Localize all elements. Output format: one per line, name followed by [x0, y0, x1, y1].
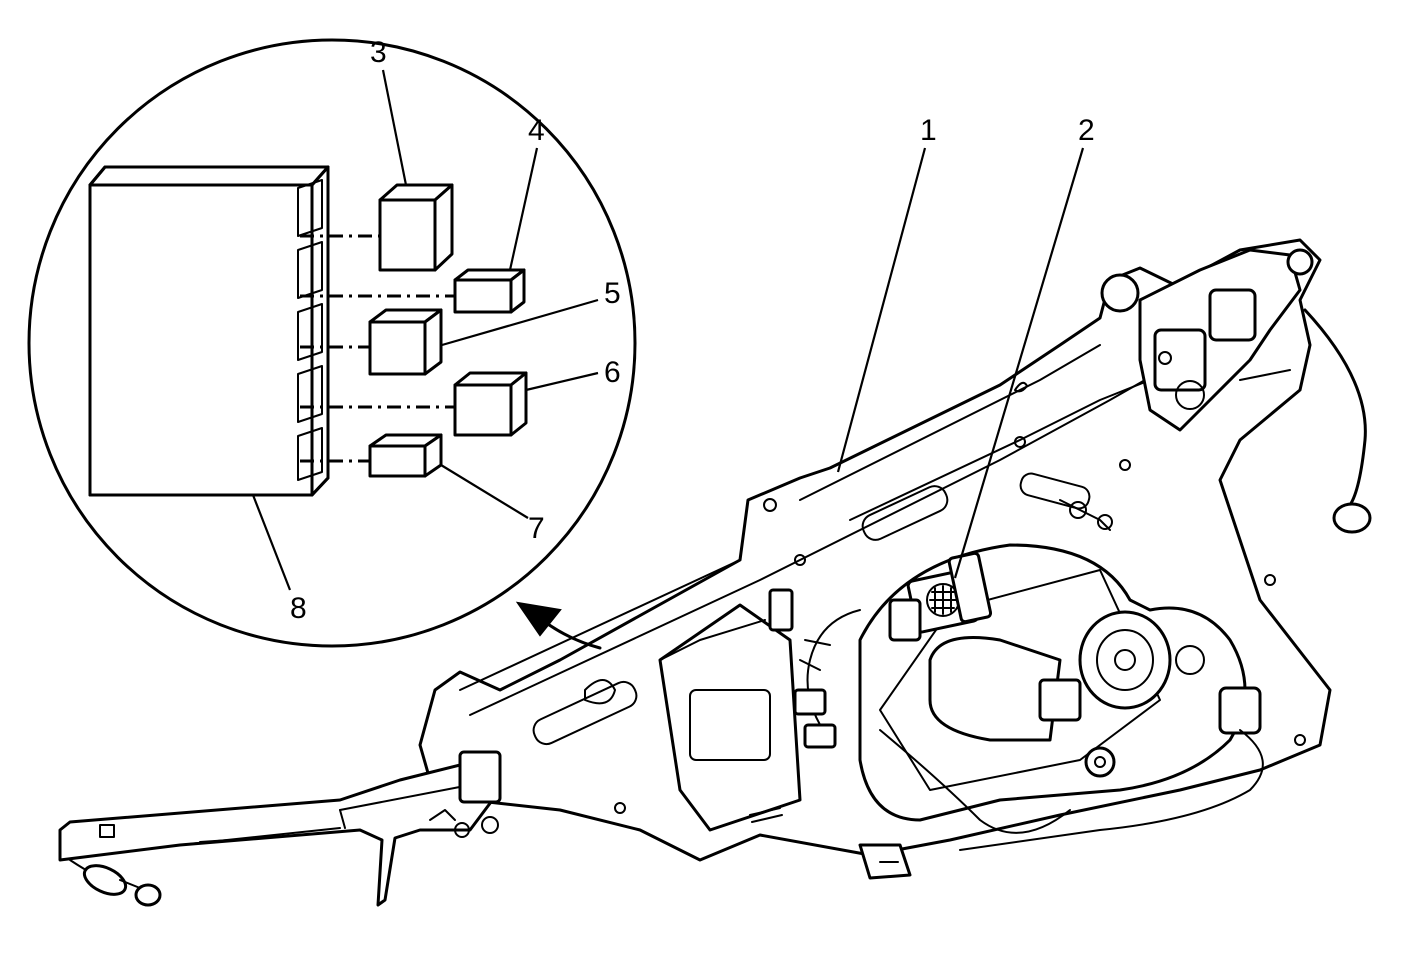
- callout-3: 3: [370, 36, 387, 69]
- zoom-reference-arrow: [515, 601, 602, 650]
- callout-1: 1: [920, 114, 937, 147]
- relay-7: [368, 433, 443, 478]
- detail-zoom-circle: [27, 38, 637, 648]
- relay-center-block: [88, 165, 330, 497]
- door-module-assembly: [58, 238, 1372, 907]
- relay-3: [378, 183, 454, 272]
- callout-7: 7: [528, 512, 545, 545]
- callout-6: 6: [604, 356, 621, 389]
- relay-6: [453, 371, 528, 437]
- relay-4: [453, 268, 526, 314]
- callout-2: 2: [1078, 114, 1095, 147]
- callout-4: 4: [528, 114, 545, 147]
- leader-lines: [251, 69, 1085, 591]
- callout-5: 5: [604, 277, 621, 310]
- relay-5: [368, 308, 443, 376]
- callout-labels: 1 2 3 4 5 6 7 8: [290, 36, 1095, 625]
- callout-8: 8: [290, 592, 307, 625]
